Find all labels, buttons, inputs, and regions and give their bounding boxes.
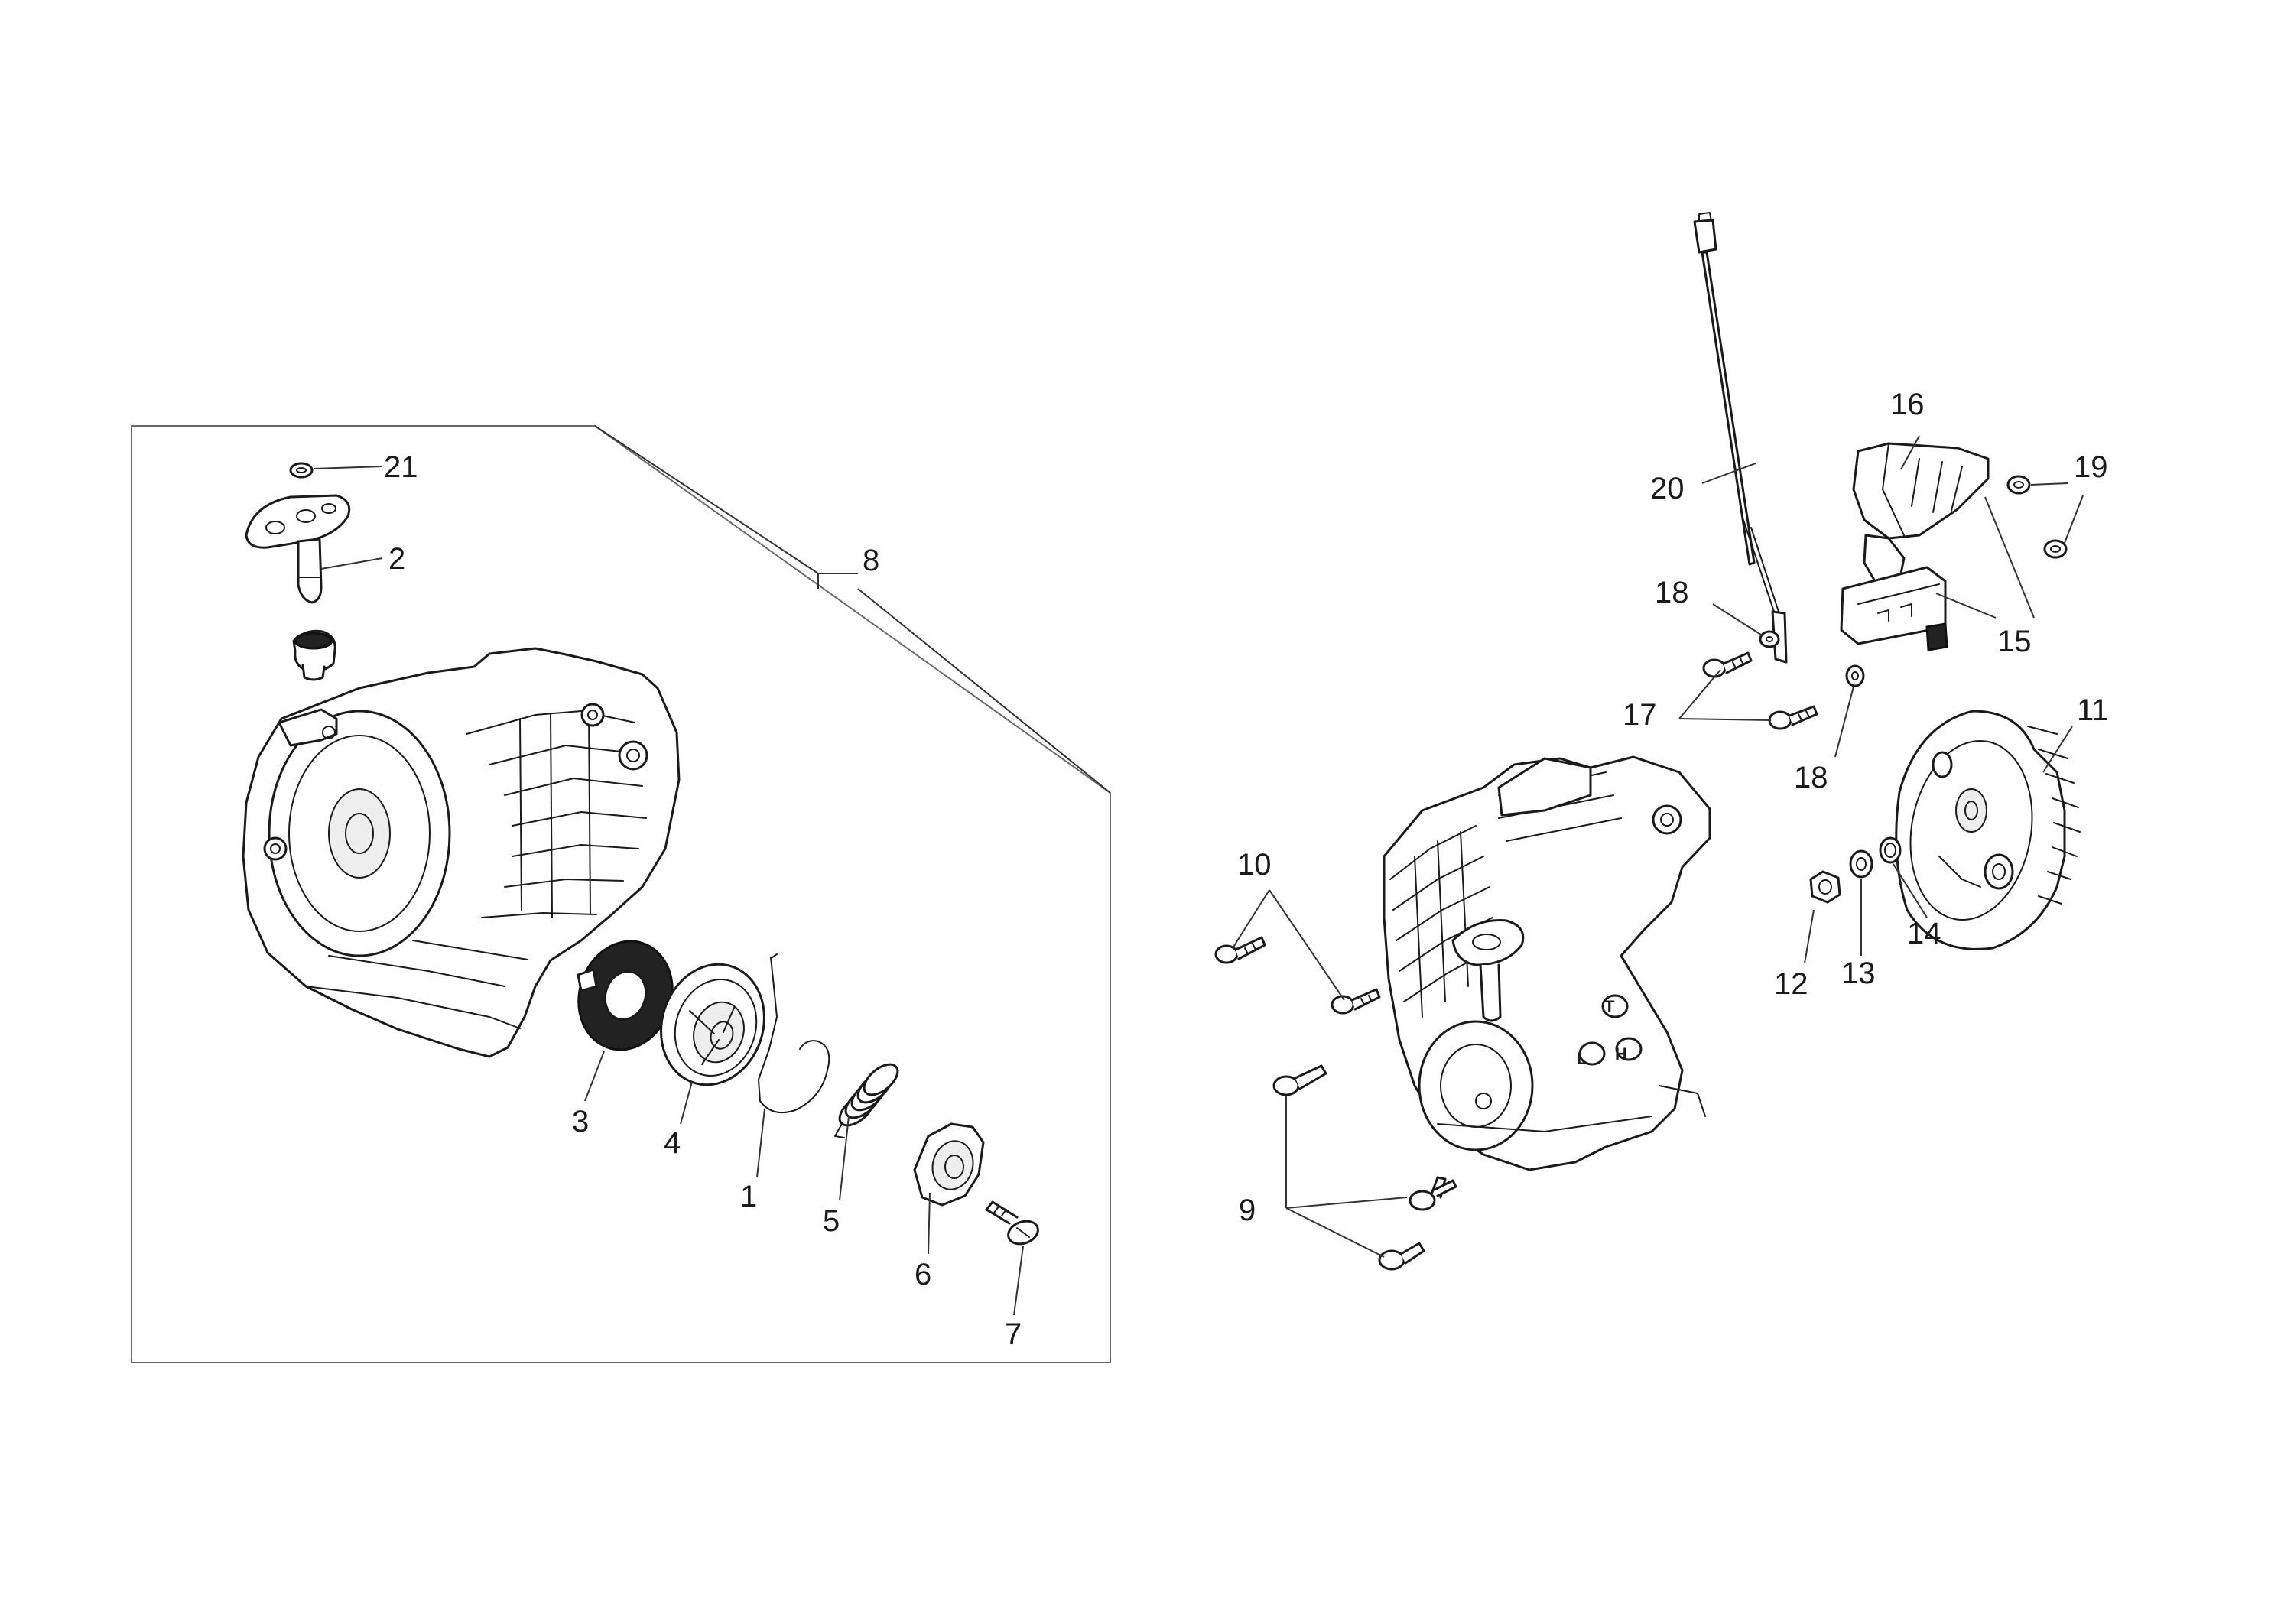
leader-lines: [313, 425, 2084, 1316]
part-rope-bushing: [292, 629, 336, 681]
callout-labels: 21 2 8 3 4 1 5 6 7 10 9 11 12 13 14 15 1…: [384, 388, 2109, 1351]
callout-15: 15: [1997, 625, 2032, 658]
part-17-screw-a: [1702, 651, 1753, 678]
callout-12: 12: [1774, 967, 1808, 1001]
callout-21: 21: [384, 450, 418, 484]
part-19-spacer-a: [2006, 475, 2031, 495]
part-16-switch-cover: [1852, 442, 1990, 540]
callout-17: 17: [1623, 698, 1657, 732]
housing-mark-l: L: [1577, 1049, 1587, 1068]
housing-mark-h: H: [1615, 1044, 1627, 1064]
housing-mark-t: T: [1604, 997, 1615, 1016]
part-13-washer: [1849, 849, 1873, 879]
callout-4: 4: [664, 1126, 681, 1160]
part-10-screw-a: [1214, 936, 1266, 964]
part-11-flywheel: [1895, 710, 2081, 950]
part-10-screw-b: [1331, 988, 1381, 1015]
part-19-spacer-b: [2043, 539, 2068, 559]
part-9-bolt-a: [1272, 1064, 1327, 1096]
part-18-washer-b: [1845, 664, 1865, 687]
callout-2: 2: [388, 542, 405, 576]
part-1-starter-rope: [758, 953, 830, 1113]
callout-14: 14: [1907, 917, 1941, 950]
callout-9: 9: [1239, 1194, 1256, 1227]
part-6-pawl-hub: [913, 1122, 985, 1207]
part-8-starter-housing: [242, 647, 681, 1058]
part-18-washer-a: [1759, 630, 1780, 648]
part-12-nut: [1809, 870, 1841, 904]
callout-19: 19: [2074, 450, 2108, 484]
callout-1: 1: [740, 1180, 757, 1213]
part-engine-housing: T L H: [1383, 755, 1711, 1171]
part-21-washer: [289, 462, 314, 479]
callout-3: 3: [572, 1105, 589, 1138]
part-9-bolt-c: [1378, 1242, 1425, 1271]
part-2-starter-handle: [245, 494, 351, 604]
callout-10: 10: [1237, 848, 1272, 882]
callout-7: 7: [1005, 1317, 1022, 1351]
callout-16: 16: [1890, 388, 1925, 421]
callout-8: 8: [863, 544, 879, 577]
part-9-bolt-b: [1409, 1176, 1457, 1211]
part-7-screw: [985, 1200, 1039, 1246]
part-15-ignition-module: [1840, 534, 1948, 651]
part-14-washer: [1879, 836, 1902, 864]
part-20-stop-wire: [1693, 212, 1788, 664]
callout-18b: 18: [1794, 761, 1828, 794]
part-5-pawl-spring: [834, 1063, 899, 1138]
callout-5: 5: [823, 1204, 840, 1238]
callout-18a: 18: [1655, 576, 1689, 609]
part-4-rope-pulley: [660, 963, 765, 1086]
starter-assembly-frame: [131, 425, 1111, 1363]
part-17-screw-b: [1768, 705, 1818, 730]
callout-6: 6: [915, 1258, 931, 1291]
callout-13: 13: [1841, 957, 1876, 990]
callout-11: 11: [2077, 693, 2109, 727]
callout-20: 20: [1650, 472, 1685, 505]
